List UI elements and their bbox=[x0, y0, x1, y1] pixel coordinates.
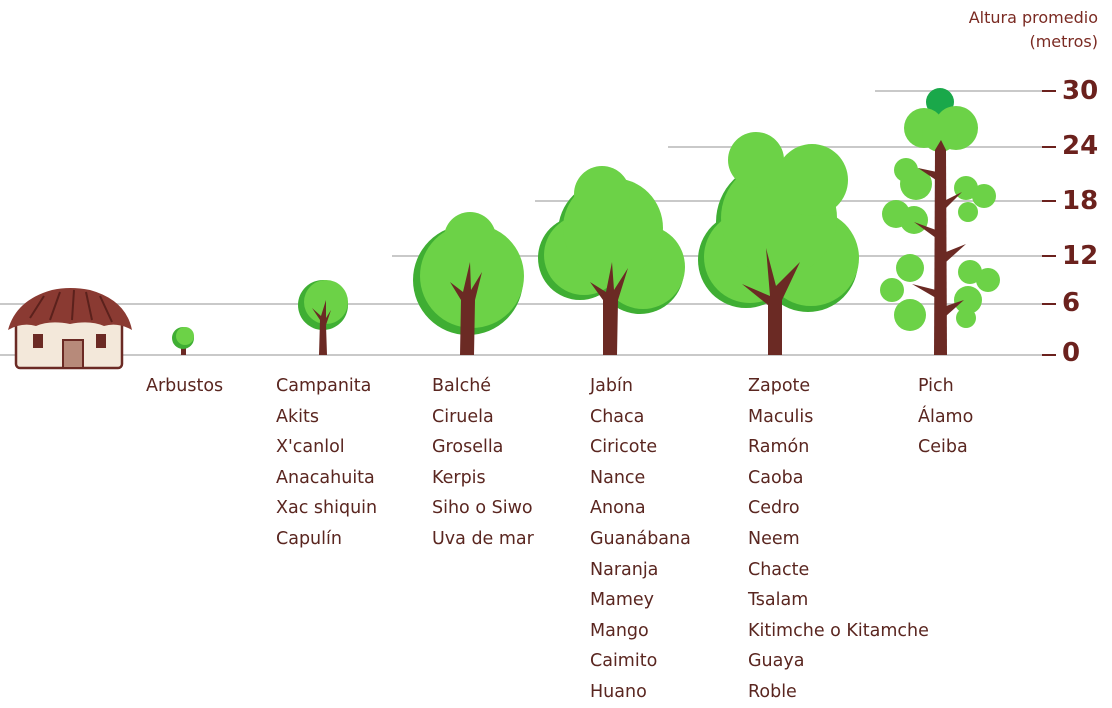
species-name: Anona bbox=[590, 498, 646, 519]
hut-illustration bbox=[8, 288, 132, 370]
axis-title-line2: (metros) bbox=[1029, 32, 1098, 51]
tree-balche bbox=[413, 212, 524, 355]
species-name: Anacahuita bbox=[276, 467, 375, 488]
species-name: Kerpis bbox=[432, 467, 486, 488]
species-name: X'canlol bbox=[276, 437, 345, 458]
tick-label-0: 0 bbox=[1062, 338, 1081, 368]
species-name: Grosella bbox=[432, 437, 504, 458]
species-name: Xac shiquin bbox=[276, 498, 378, 519]
species-name: Naranja bbox=[590, 559, 659, 580]
species-name: Siho o Siwo bbox=[432, 498, 533, 519]
species-name: Arbustos bbox=[146, 376, 224, 396]
species-name: Ciruela bbox=[432, 406, 494, 427]
species-name: Jabín bbox=[590, 376, 633, 396]
species-name: Ciricote bbox=[590, 437, 658, 458]
species-name: Guaya bbox=[748, 651, 805, 672]
tree-campanita bbox=[298, 280, 348, 355]
species-list-pich: Pich Álamo Ceiba bbox=[918, 371, 973, 463]
species-name: Tsalam bbox=[748, 590, 809, 611]
species-name: Campanita bbox=[276, 376, 372, 396]
axis-title: Altura promedio (metros) bbox=[969, 6, 1098, 54]
species-name: Chacte bbox=[748, 559, 810, 580]
axis-title-line1: Altura promedio bbox=[968, 8, 1098, 27]
species-name: Mango bbox=[590, 620, 649, 641]
species-list-jabin: Jabín Chaca Ciricote Nance Anona Guanába… bbox=[590, 371, 691, 708]
tick-label-24: 24 bbox=[1062, 131, 1099, 161]
species-name: Capulín bbox=[276, 528, 342, 549]
species-name: Cedro bbox=[748, 498, 800, 519]
species-name: Mamey bbox=[590, 590, 654, 611]
species-name: Kitimche o Kitamche bbox=[748, 620, 929, 641]
tree-arbustos bbox=[172, 327, 194, 355]
species-name: Guanábana bbox=[590, 528, 691, 549]
tick-label-30: 30 bbox=[1062, 76, 1099, 106]
species-list-zapote: Zapote Maculis Ramón Caoba Cedro Neem Ch… bbox=[748, 371, 929, 708]
species-name: Neem bbox=[748, 528, 800, 549]
species-name: Pich bbox=[918, 376, 954, 396]
species-list-arbustos: Arbustos bbox=[146, 371, 223, 402]
species-name: Chaca bbox=[590, 406, 645, 427]
species-list-campanita: Campanita Akits X'canlol Anacahuita Xac … bbox=[276, 371, 377, 555]
species-name: Álamo bbox=[918, 406, 974, 427]
tick-label-12: 12 bbox=[1062, 241, 1099, 271]
tick-marks bbox=[1042, 90, 1056, 356]
species-name: Maculis bbox=[748, 406, 814, 427]
species-name: Ceiba bbox=[918, 437, 968, 458]
species-name: Zapote bbox=[748, 376, 811, 396]
species-name: Roble bbox=[748, 681, 797, 702]
tree-zapote bbox=[698, 132, 859, 355]
species-name: Caimito bbox=[590, 651, 658, 672]
species-name: Balché bbox=[432, 376, 492, 396]
tick-label-18: 18 bbox=[1062, 186, 1099, 216]
species-name: Akits bbox=[276, 406, 319, 427]
species-list-balche: Balché Ciruela Grosella Kerpis Siho o Si… bbox=[432, 371, 534, 555]
species-name: Huano bbox=[590, 681, 647, 702]
species-name: Ramón bbox=[748, 437, 810, 458]
species-name: Caoba bbox=[748, 467, 804, 488]
species-name: Uva de mar bbox=[432, 528, 534, 549]
tree-jabin bbox=[538, 166, 685, 355]
tree-pich bbox=[880, 88, 1000, 355]
tick-label-6: 6 bbox=[1062, 288, 1081, 318]
species-name: Nance bbox=[590, 467, 646, 488]
